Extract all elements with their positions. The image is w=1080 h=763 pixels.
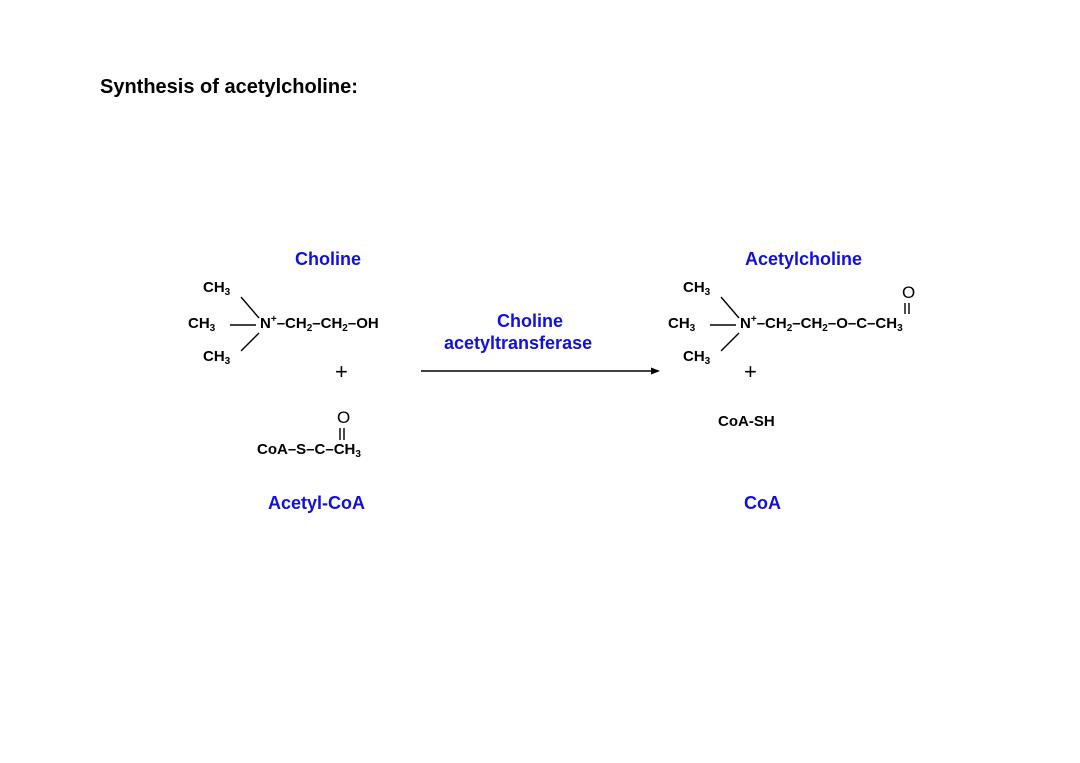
enzyme-label-line1: Choline bbox=[497, 311, 563, 331]
choline-chain: N+–CH2–CH2–OH bbox=[260, 314, 379, 334]
page-title: Synthesis of acetylcholine: bbox=[100, 76, 358, 98]
methyl-left-right: CH3 bbox=[668, 315, 696, 334]
plus-sign-right: + bbox=[744, 359, 757, 384]
methyl-top: CH3 bbox=[203, 279, 231, 298]
methyl-bottom: CH3 bbox=[203, 348, 231, 367]
carbonyl-oxygen-right: O bbox=[902, 283, 916, 302]
acetyl-coa-formula: CoA–S–C–CH3 bbox=[257, 441, 361, 460]
methyl-left: CH3 bbox=[188, 315, 216, 334]
bond-bottom-right bbox=[720, 332, 740, 352]
plus-sign-left: + bbox=[335, 359, 348, 384]
coa-label: CoA bbox=[744, 493, 781, 513]
carbonyl-oxygen-left: O bbox=[337, 408, 351, 427]
methyl-top-right: CH3 bbox=[683, 279, 711, 298]
acetylcholine-label: Acetylcholine bbox=[745, 249, 863, 269]
acetylcholine-chain: N+–CH2–CH2–O–C–CH3 bbox=[740, 314, 903, 334]
methyl-bottom-right: CH3 bbox=[683, 348, 711, 367]
bond-top-right bbox=[720, 296, 740, 319]
coa-sh-formula: CoA-SH bbox=[718, 413, 775, 430]
enzyme-label-line2: acetyltransferase bbox=[444, 333, 593, 353]
bond-top-left bbox=[240, 296, 260, 319]
bond-bottom-left bbox=[240, 332, 260, 352]
acetyl-coa-label: Acetyl-CoA bbox=[268, 493, 366, 513]
reaction-arrow-head bbox=[651, 367, 660, 375]
choline-label: Choline bbox=[295, 249, 361, 269]
